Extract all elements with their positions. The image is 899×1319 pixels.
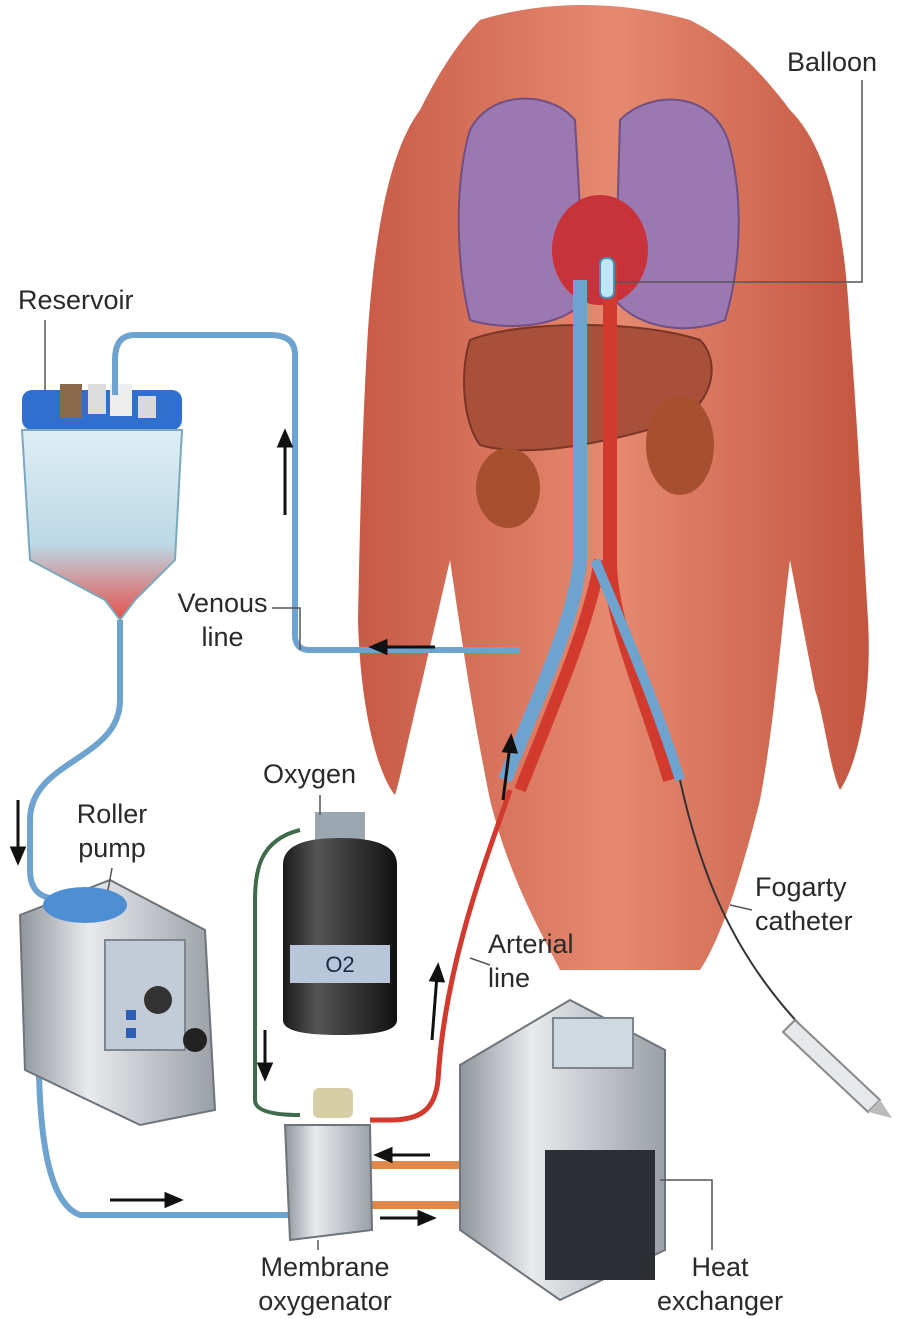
fogarty-leader: [730, 905, 752, 910]
label-venous-line: Venous line: [160, 586, 285, 654]
label-roller-pump-2: pump: [62, 831, 162, 865]
label-balloon: Balloon: [787, 45, 877, 79]
reservoir-device: [22, 384, 182, 620]
balloon-catheter: [600, 258, 614, 298]
heat-exchanger-tubes: [370, 1165, 465, 1205]
label-arterial-line-1: Arterial: [488, 927, 574, 961]
tank-o2-marking: O2: [300, 948, 380, 982]
right-kidney: [646, 395, 714, 495]
left-kidney: [476, 448, 540, 528]
arrow-up-arterial: [432, 975, 437, 1040]
syringe: [783, 1020, 892, 1118]
label-membrane-oxygenator-2: oxygenator: [245, 1284, 405, 1318]
label-heat-exchanger-2: exchanger: [645, 1284, 795, 1318]
membrane-oxygenator-device: [285, 1088, 372, 1240]
label-venous-line-2: line: [160, 620, 285, 654]
label-membrane-oxygenator-1: Membrane: [245, 1250, 405, 1284]
label-heat-exchanger-1: Heat: [645, 1250, 795, 1284]
label-oxygen: Oxygen: [263, 757, 356, 791]
label-arterial-line: Arterial line: [488, 927, 574, 995]
heat-exchanger-leader: [660, 1180, 712, 1250]
label-membrane-oxygenator: Membrane oxygenator: [245, 1250, 405, 1318]
label-roller-pump: Roller pump: [62, 797, 162, 865]
label-fogarty-catheter-1: Fogarty: [755, 870, 853, 904]
label-roller-pump-1: Roller: [62, 797, 162, 831]
label-arterial-line-2: line: [488, 961, 574, 995]
roller-pump-device: [20, 880, 215, 1125]
label-reservoir: Reservoir: [18, 283, 134, 317]
label-fogarty-catheter-2: catheter: [755, 904, 853, 938]
arterial-leader: [470, 958, 490, 965]
label-fogarty-catheter: Fogarty catheter: [755, 870, 853, 938]
label-heat-exchanger: Heat exchanger: [645, 1250, 795, 1318]
label-venous-line-1: Venous: [160, 586, 285, 620]
heat-exchanger-device: [460, 1000, 665, 1300]
oxygen-tank: [283, 812, 397, 1035]
